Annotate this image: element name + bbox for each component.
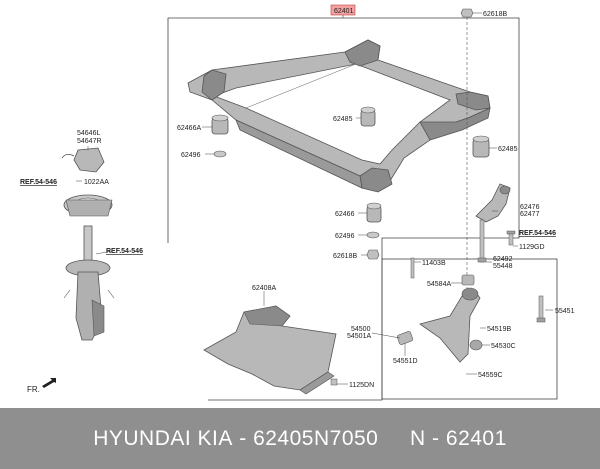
lower-arm-callout-box bbox=[381, 258, 558, 400]
label-62408A: 62408A bbox=[252, 285, 276, 292]
label-62476: 62476 bbox=[520, 204, 540, 211]
label-54584A: 54584A bbox=[427, 281, 451, 288]
label-62466: 62466 bbox=[335, 211, 355, 218]
bushing-62466A bbox=[211, 114, 229, 135]
footer-caption: HYUNDAI KIA - 62405N7050 N - 62401 bbox=[0, 408, 600, 469]
label-55448: 55448 bbox=[493, 263, 513, 270]
strut-mount-54646L bbox=[61, 147, 105, 173]
main-part-label: 62401 bbox=[334, 8, 354, 15]
nut-62618B-top bbox=[460, 8, 474, 18]
label-54530C: 54530C bbox=[491, 343, 516, 350]
label-fr: FR. bbox=[27, 385, 40, 394]
label-55451: 55451 bbox=[555, 308, 575, 315]
bushing-62466 bbox=[366, 202, 382, 223]
ball-joint-54530C bbox=[469, 339, 483, 351]
label-1129GD: 1129GD bbox=[519, 244, 545, 251]
bushing-54584A bbox=[461, 274, 475, 286]
ref-label-3[interactable]: REF.54-546 bbox=[519, 230, 556, 237]
ref-label-1[interactable]: REF.54-546 bbox=[20, 179, 57, 186]
label-62466A: 62466A bbox=[177, 125, 201, 132]
leader-lines bbox=[76, 12, 553, 385]
subframe-crossmember bbox=[187, 39, 491, 193]
strut-spring-seat bbox=[63, 194, 113, 217]
bolt-62492 bbox=[477, 219, 487, 263]
nut-62618B-lower bbox=[366, 249, 380, 260]
label-62496-left: 62496 bbox=[181, 152, 201, 159]
footer-sep-2: - bbox=[425, 426, 446, 450]
bushing-54551D bbox=[396, 331, 414, 345]
label-62485-mid: 62485 bbox=[333, 116, 353, 123]
front-direction-arrow-icon bbox=[42, 378, 56, 388]
parts-diagram: 62401 bbox=[20, 4, 575, 401]
bushing-62485-right bbox=[472, 135, 490, 158]
strut-assembly bbox=[63, 225, 115, 341]
label-11403B: 11403B bbox=[422, 260, 446, 267]
ref-label-2[interactable]: REF.54-546 bbox=[106, 248, 143, 255]
bushing-62485-mid bbox=[360, 106, 376, 127]
washer-62496-lower bbox=[366, 231, 380, 239]
label-62618B-top: 62618B bbox=[483, 11, 507, 18]
label-54501A: 54501A bbox=[347, 333, 371, 340]
bolt-11403B bbox=[410, 257, 415, 279]
footer-brand: HYUNDAI KIA bbox=[93, 426, 233, 450]
lower-control-arm-54500 bbox=[419, 287, 481, 363]
footer-sep-1: - bbox=[232, 426, 254, 450]
label-1022AA: 1022AA bbox=[84, 179, 109, 186]
washer-62496-left bbox=[213, 150, 227, 158]
footer-n-prefix: N bbox=[410, 426, 426, 450]
footer-gap bbox=[378, 427, 410, 451]
bolt-1125DN bbox=[330, 378, 338, 386]
label-62492: 62492 bbox=[493, 256, 513, 263]
label-54551D: 54551D bbox=[393, 358, 418, 365]
under-cover-62408A bbox=[203, 305, 337, 395]
footer-n-number: 62401 bbox=[445, 426, 507, 450]
label-54559C: 54559C bbox=[478, 372, 503, 379]
subframe-callout-box bbox=[167, 17, 520, 401]
label-1125DN: 1125DN bbox=[349, 382, 374, 389]
label-62496-lower: 62496 bbox=[335, 233, 355, 240]
label-54500: 54500 bbox=[351, 326, 371, 333]
bracket-62476 bbox=[475, 183, 511, 223]
label-54646L: 54646L bbox=[77, 130, 100, 137]
bolt-1129GD bbox=[506, 230, 516, 246]
bolt-55451 bbox=[536, 295, 546, 323]
label-62477: 62477 bbox=[520, 211, 540, 218]
label-54647R: 54647R bbox=[77, 138, 102, 145]
label-54519B: 54519B bbox=[487, 326, 511, 333]
footer-part-number: 62405N7050 bbox=[253, 426, 379, 450]
label-62618B-lower: 62618B bbox=[333, 253, 357, 260]
label-62485-right: 62485 bbox=[498, 146, 518, 153]
